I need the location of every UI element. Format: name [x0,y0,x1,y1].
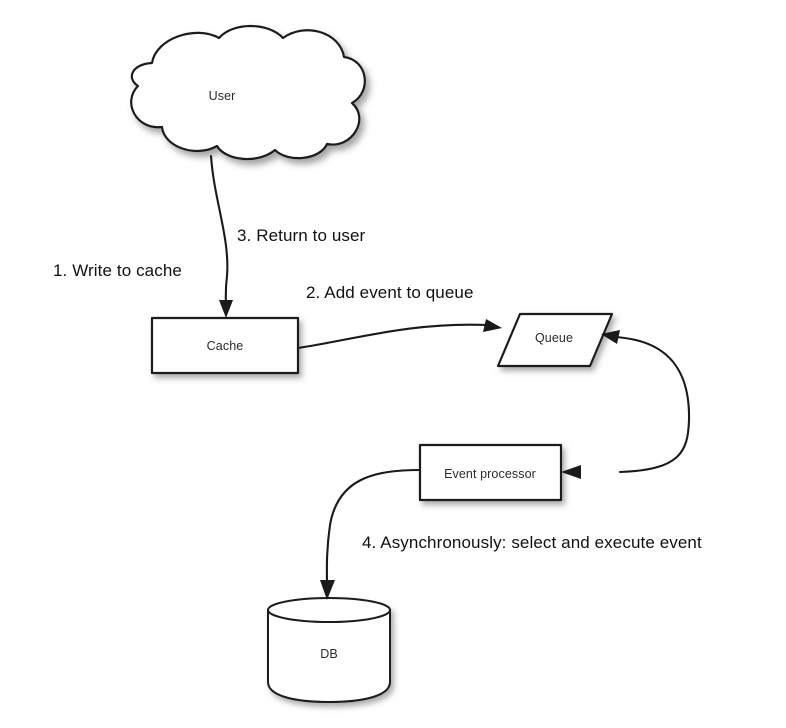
step-label-1: 1. Write to cache [53,261,182,280]
step-label-2: 2. Add event to queue [306,283,474,302]
node-user[interactable] [130,25,366,161]
node-queue[interactable] [496,312,614,368]
edge-queue-event-processor [561,330,691,479]
node-event-processor[interactable] [418,443,563,502]
node-cache[interactable] [150,316,300,375]
node-label-event-processor: Event processor [444,467,536,481]
node-label-user: User [208,89,236,103]
step-label-3: 3. Return to user [237,226,366,245]
step-label-4: 4. Asynchronously: select and execute ev… [362,533,702,552]
node-label-db: DB [320,647,338,661]
edge-event-processor-to-db [320,468,422,600]
node-label-cache: Cache [206,339,244,353]
edge-user-to-cache [209,154,233,318]
node-label-queue: Queue [534,331,574,345]
edge-cache-to-queue [296,319,502,350]
node-db[interactable] [267,597,391,703]
